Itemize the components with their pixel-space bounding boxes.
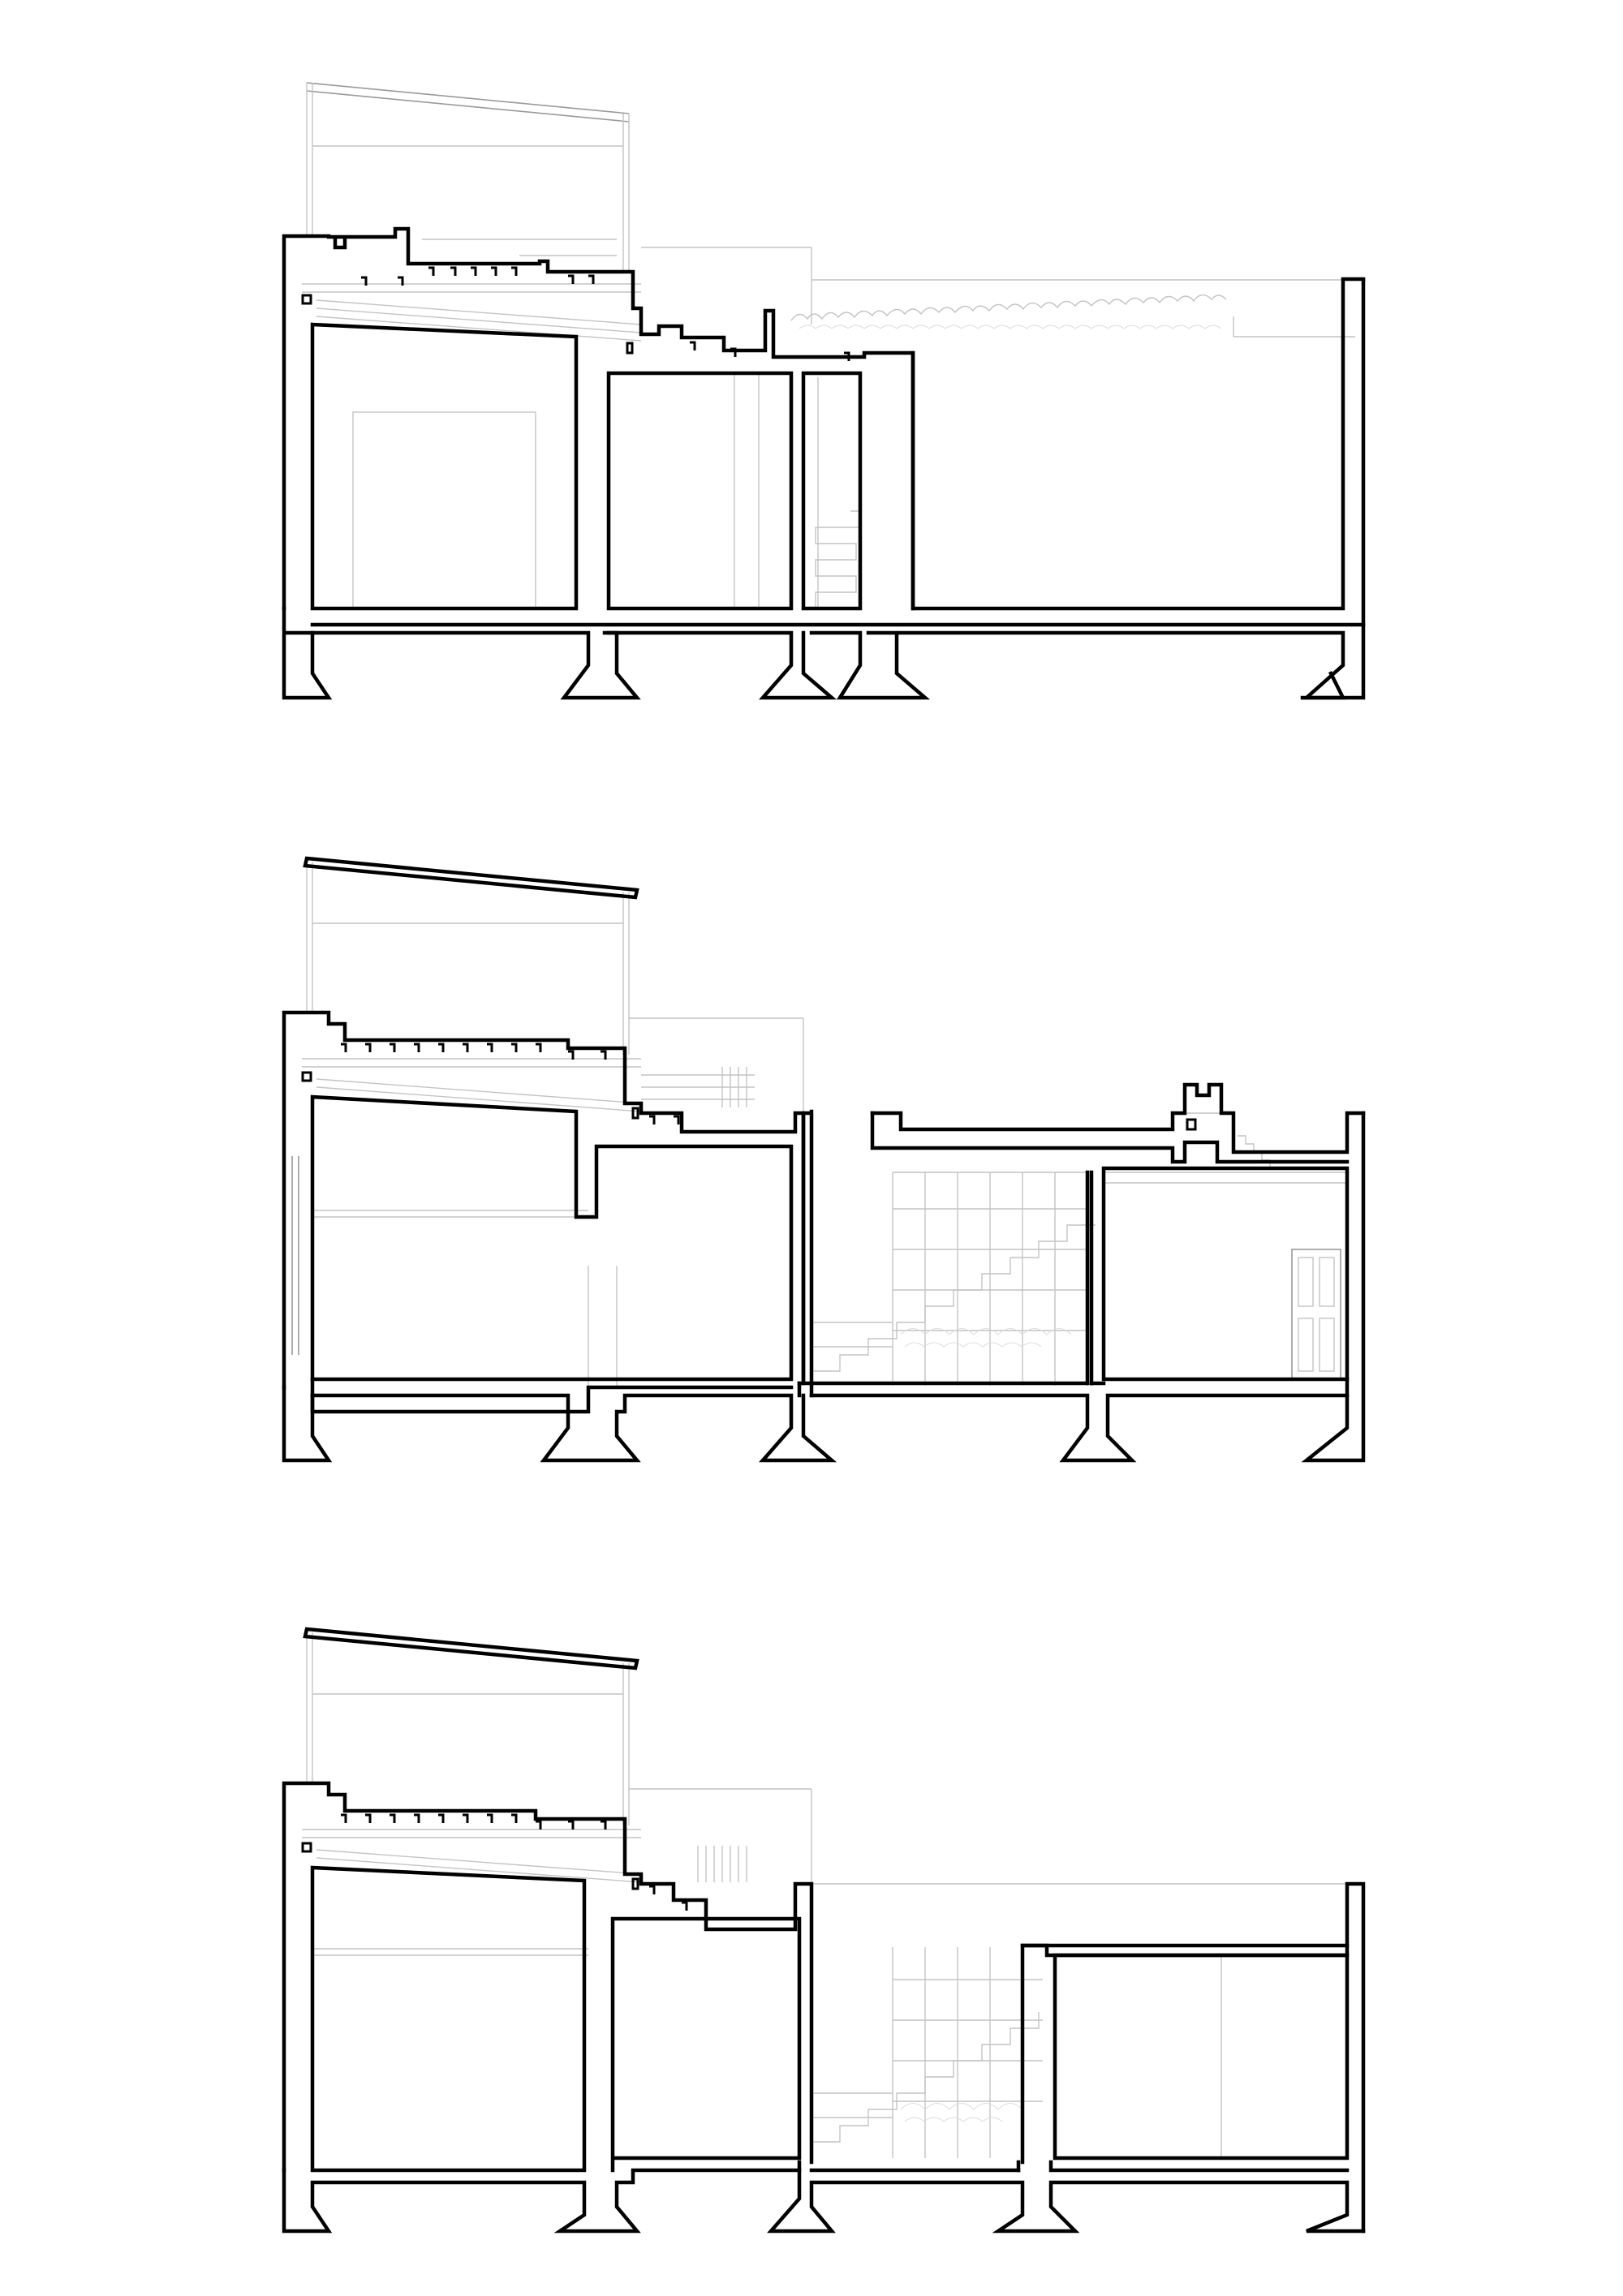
section-1-drawing: [282, 82, 1366, 700]
section-3-projection-lines: [302, 1632, 1351, 2158]
section-2-drawing: [282, 856, 1366, 1463]
section-2: [0, 811, 1623, 1541]
canopy-roof: [303, 856, 639, 900]
section-1-cut-lines: [282, 226, 1366, 700]
door-elevation: [1291, 1249, 1341, 1380]
section-1-projection-lines: [302, 82, 1355, 609]
section-3-cut-lines: [282, 1627, 1366, 2234]
section-3: [0, 1566, 1623, 2296]
section-1: [0, 49, 1623, 779]
section-2-cut-lines: [282, 856, 1366, 1463]
canopy-roof: [303, 1627, 639, 1670]
section-3-drawing: [282, 1627, 1366, 2234]
section-2-projection-lines: [291, 862, 1347, 1387]
